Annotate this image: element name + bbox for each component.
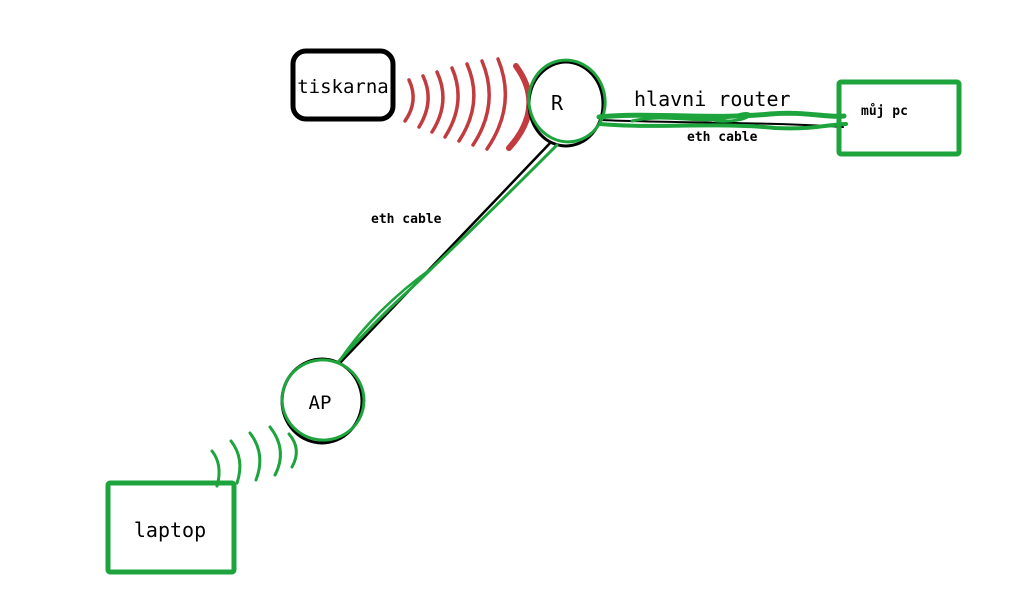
- printer-label: tiskarna: [297, 76, 389, 98]
- green-ink: [105, 58, 962, 575]
- router-ap-cable-scribble: [338, 266, 434, 362]
- ap-node-circle-overlay: [280, 358, 366, 442]
- router-pc-cable-label: eth cable: [687, 130, 758, 145]
- wifi-arc-icon: [403, 78, 415, 123]
- wifi-arc-icon: [506, 63, 533, 151]
- wifi-arc-icon: [430, 70, 445, 134]
- labels: tiskarna R hlavni router eth cable můj p…: [134, 76, 908, 542]
- router-pc-cable-scribble: [598, 122, 848, 131]
- wifi-arcs-printer-router: [403, 57, 533, 151]
- router-title: hlavni router: [634, 87, 791, 111]
- black-ink: [280, 48, 844, 445]
- laptop-label: laptop: [134, 518, 206, 542]
- router-pc-cable-scribble: [630, 112, 751, 123]
- wifi-arc-icon: [268, 425, 282, 477]
- router-ap-cable-line: [336, 139, 554, 367]
- wifi-arc-icon: [485, 57, 508, 151]
- wifi-arc-icon: [229, 439, 242, 485]
- wifi-arcs-ap-laptop: [210, 425, 298, 488]
- laptop-node-box: [105, 480, 237, 575]
- ap-label: AP: [309, 392, 332, 414]
- wifi-arc-icon: [443, 66, 460, 139]
- wifi-arc-icon: [287, 432, 298, 469]
- wifi-arc-icon: [471, 59, 491, 147]
- wifi-arc-icon: [210, 449, 221, 488]
- router-label: R: [551, 91, 564, 115]
- router-node-circle-overlay: [527, 58, 607, 144]
- router-pc-cable-scribble: [596, 110, 847, 120]
- wifi-arc-icon: [417, 74, 430, 129]
- pc-label: můj pc: [861, 104, 908, 119]
- wifi-arc-icon: [457, 62, 476, 143]
- wifi-arc-icon: [248, 431, 262, 482]
- printer-node-box: [290, 48, 396, 122]
- router-ap-cable-label: eth cable: [371, 212, 442, 227]
- router-ap-cable-scribble: [337, 143, 559, 363]
